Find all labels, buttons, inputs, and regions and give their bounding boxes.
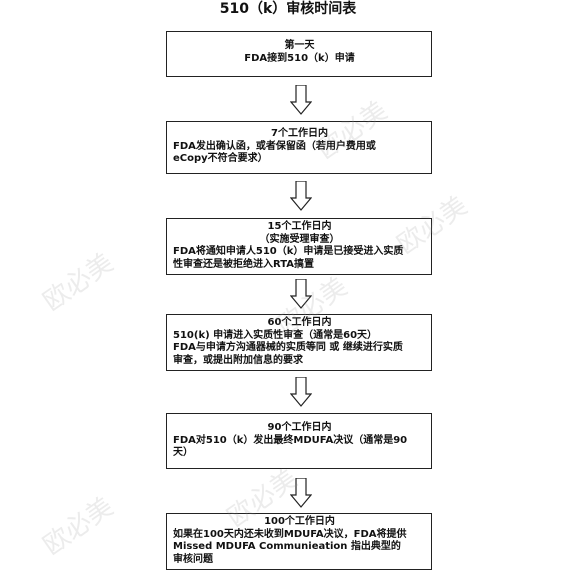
step-box-day-one: 第一天 FDA接到510（k）申请 [166,31,432,77]
step-text: FDA与申请方沟通器械的实质等同 或 继续进行实质 [173,342,403,353]
step-heading: 第一天 [284,40,315,51]
step-text: 510(k) 申请进入实质性审查（通常是60天） [173,329,378,341]
down-arrow-icon [290,181,312,211]
down-arrow-icon [290,478,312,508]
step-text: eCopy不符合要求） [173,153,268,164]
step-text: FDA发出确认函，或者保留函（若用户费用或 [173,140,376,152]
step-subheading: （实施受理审查） [259,233,340,245]
watermark-text: 欧必美 [37,491,119,562]
page-title: 510（k）审核时间表 [219,1,357,17]
down-arrow-icon [290,279,312,309]
step-text: FDA将通知申请人510（k）申请是已接受进入实质 [173,246,404,257]
down-arrow-icon [290,377,312,407]
step-box-60-days: 60个工作日内 510(k) 申请进入实质性审查（通常是60天） FDA与申请方… [166,314,432,371]
step-text: 性审查还是被拒绝进入RTA搞置 [173,258,315,270]
step-text: 审核问题 [173,553,213,565]
step-text: 审查，或提出附加信息的要求 [173,354,303,366]
step-text: Missed MDUFA Communieation 指出典型的 [173,541,401,552]
watermark-text: 欧必美 [37,247,119,318]
down-arrow-icon [290,85,312,115]
step-text: 天） [173,447,193,458]
step-box-90-days: 90个工作日内 FDA对510（k）发出最终MDUFA决议（通常是90 天） [166,413,432,469]
step-box-7-days: 7个工作日内 FDA发出确认函，或者保留函（若用户费用或 eCopy不符合要求） [166,121,432,174]
step-heading: 15个工作日内 [267,221,332,232]
step-heading: 100个工作日内 [264,516,335,527]
step-box-100-days: 100个工作日内 如果在100天内还未收到MDUFA决议，FDA将提供 Miss… [166,513,432,570]
step-heading: 60个工作日内 [267,317,332,328]
step-heading: 90个工作日内 [267,422,332,433]
step-heading: 7个工作日内 [271,128,328,139]
step-text: FDA对510（k）发出最终MDUFA决议（通常是90 [173,434,408,446]
step-text: FDA接到510（k）申请 [244,52,355,64]
step-text: 如果在100天内还未收到MDUFA决议，FDA将提供 [173,528,407,540]
step-box-15-days: 15个工作日内 （实施受理审查） FDA将通知申请人510（k）申请是已接受进入… [166,218,432,275]
